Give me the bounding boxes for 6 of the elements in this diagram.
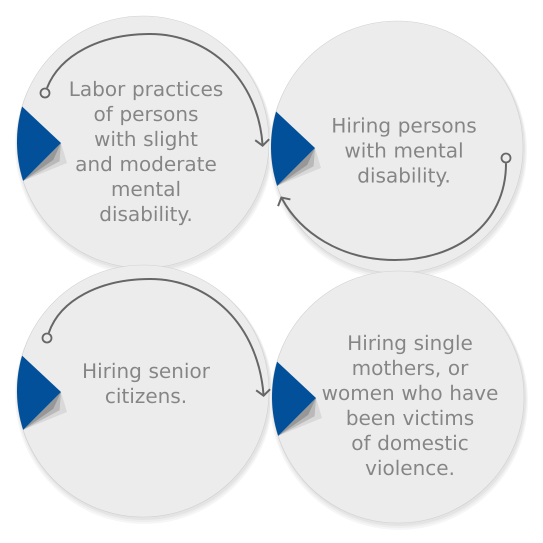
curved-arrow bbox=[48, 278, 271, 397]
start-dot bbox=[40, 88, 50, 98]
start-dot bbox=[42, 332, 52, 344]
curved-arrow bbox=[46, 33, 270, 147]
curved-arrow bbox=[277, 163, 507, 261]
start-dot bbox=[500, 152, 512, 164]
